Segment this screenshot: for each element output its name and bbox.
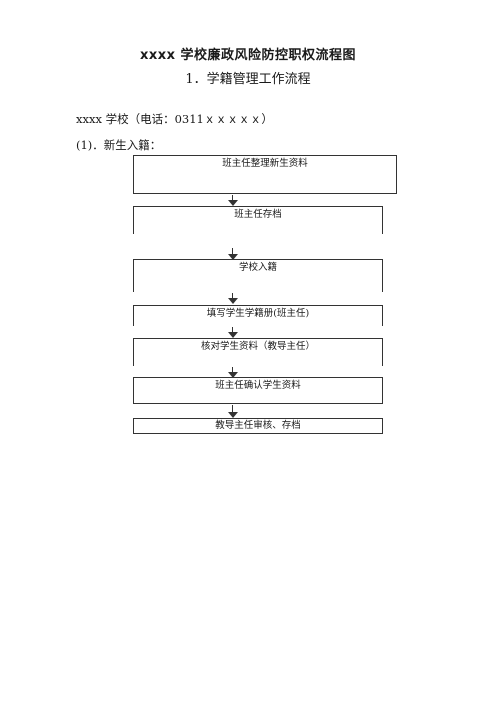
document-subtitle: 1．学籍管理工作流程 (185, 72, 311, 87)
arrow-down-icon (228, 195, 238, 206)
flow-step-6: 班主任确认学生资料 (133, 377, 383, 404)
arrow-down-icon (228, 248, 238, 260)
flow-step-7: 教导主任审核、存档 (133, 418, 383, 434)
arrow-down-icon (228, 293, 238, 304)
arrow-down-icon (228, 405, 238, 418)
arrow-down-icon (228, 327, 238, 338)
flow-step-3: 学校入籍 (133, 259, 383, 292)
arrow-down-icon (228, 367, 238, 378)
flow-step-4: 填写学生学籍册(班主任) (133, 305, 383, 326)
school-contact-line: xxxx 学校（电话：0311ｘｘｘｘｘ） (76, 112, 273, 126)
flow-step-1: 班主任整理新生资料 (133, 155, 397, 194)
flow-step-2: 班主任存档 (133, 206, 383, 234)
document-title: xxxx 学校廉政风险防控职权流程图 (139, 48, 357, 63)
flow-step-5: 核对学生资料（教导主任） (133, 338, 383, 366)
section-label: (1)．新生入籍： (76, 138, 162, 152)
